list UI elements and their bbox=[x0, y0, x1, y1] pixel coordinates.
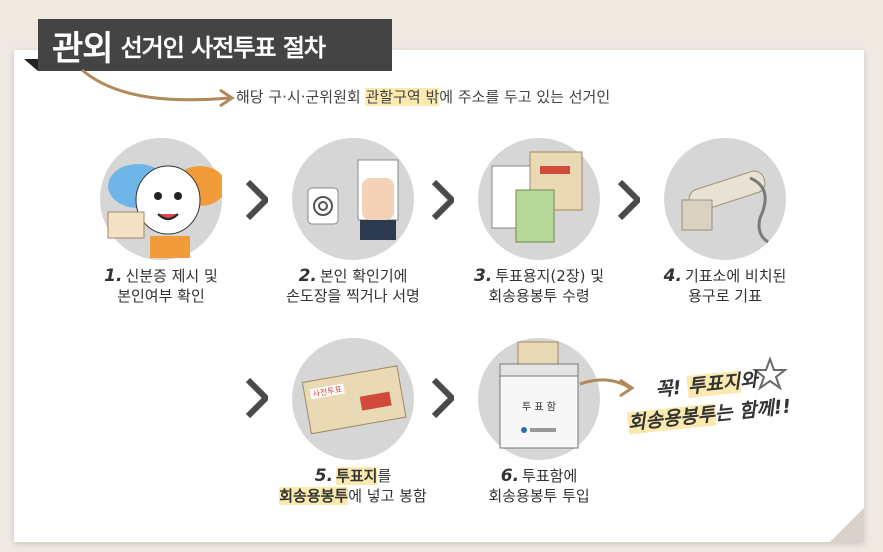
envelope-icon: 사전투표 bbox=[301, 365, 407, 435]
step-4-label: 4.기표소에 비치된 용구로 기표 bbox=[663, 266, 787, 305]
star-icon bbox=[752, 356, 788, 391]
ballot-box-label: 투 표 함 bbox=[522, 401, 556, 413]
title-banner: 관외 선거인 사전투표 절차 bbox=[24, 19, 392, 71]
step-5-label: 5.투표지를 회송용봉투에 넣고 봉함 bbox=[279, 466, 427, 505]
step-6-circle: 투 표 함 bbox=[478, 338, 600, 460]
page-fold bbox=[830, 508, 864, 542]
ballot-papers-icon bbox=[491, 151, 583, 243]
banner-prefix: 관외 bbox=[52, 28, 114, 69]
banner-title: 선거인 사전투표 절차 bbox=[120, 33, 326, 62]
step-1-circle bbox=[100, 138, 226, 260]
chevron-right-icon bbox=[618, 180, 640, 220]
step-4-circle bbox=[664, 138, 786, 260]
step-5-circle: 사전투표 bbox=[292, 338, 414, 460]
stamp-tool-icon bbox=[681, 170, 769, 244]
subtitle-highlight: 관할구역 밖 bbox=[365, 88, 440, 106]
fingerprint-scanner-icon bbox=[307, 159, 399, 240]
curved-arrow-icon bbox=[81, 68, 235, 108]
chevron-right-icon bbox=[246, 378, 268, 418]
note-arrow-icon bbox=[579, 378, 635, 398]
chevron-right-icon bbox=[432, 378, 454, 418]
step-2-label: 2.본인 확인기에 손도장을 찍거나 서명 bbox=[286, 266, 420, 305]
step-3-circle bbox=[478, 138, 600, 260]
step-3-label: 3.투표용지(2장) 및 회송용봉투 수령 bbox=[473, 266, 605, 305]
chevron-right-icon bbox=[246, 180, 268, 220]
step-2-circle bbox=[292, 138, 414, 260]
subtitle: 해당 구·시·군위원회 관할구역 밖에 주소를 두고 있는 선거인 bbox=[236, 88, 611, 106]
mascot-icon bbox=[107, 164, 226, 258]
step-6-label: 6.투표함에 회송용봉투 투입 bbox=[488, 466, 590, 505]
step-1-label: 1.신분증 제시 및 본인여부 확인 bbox=[104, 266, 218, 305]
content-card bbox=[14, 50, 864, 542]
chevron-right-icon bbox=[432, 180, 454, 220]
ballot-box-icon: 투 표 함 bbox=[499, 341, 579, 449]
